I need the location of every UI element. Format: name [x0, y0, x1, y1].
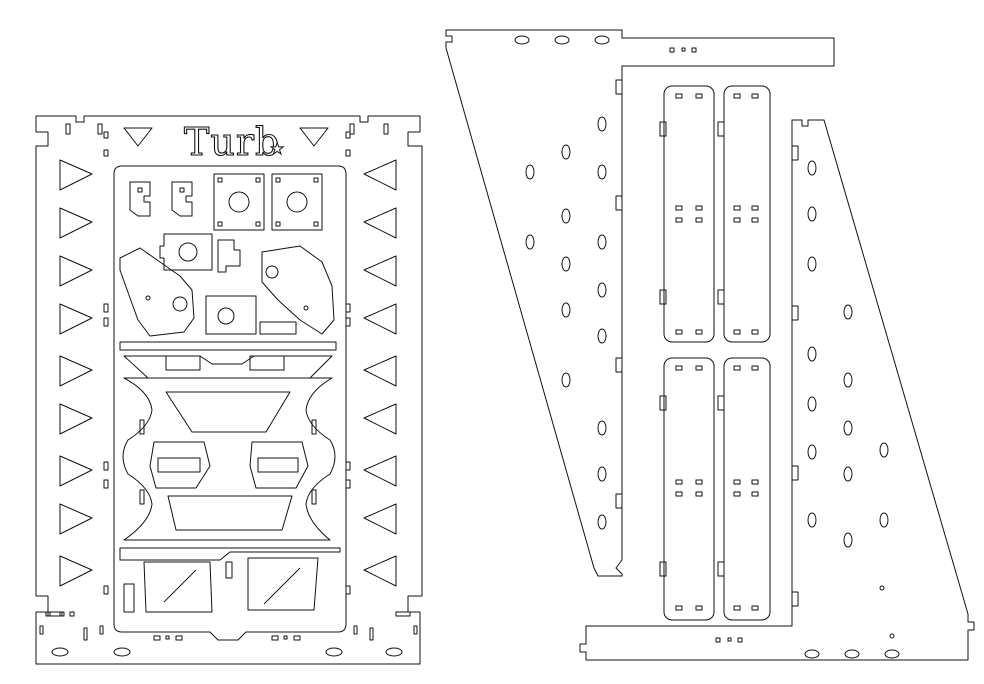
logo-text: Turb	[184, 120, 280, 164]
bottom-corner-parts	[119, 547, 341, 613]
small-motor-plate	[205, 295, 297, 335]
panel-left-holes	[525, 116, 607, 530]
side-panel-right	[579, 119, 975, 661]
side-holes	[103, 131, 351, 595]
motor-plate-pair	[213, 173, 323, 231]
rail-lower-left	[659, 357, 715, 621]
mid-motor-mount	[159, 233, 241, 273]
curved-carriage-right	[261, 245, 335, 335]
panel-right-holes	[807, 160, 889, 548]
corner-slots	[47, 123, 411, 617]
right-triangle-column	[363, 159, 397, 587]
small-bracket-pair	[129, 181, 193, 217]
top-triangle-right	[299, 127, 329, 147]
bottom-holes	[39, 611, 418, 657]
rail-upper-left	[659, 85, 715, 343]
star-icon: ★	[270, 139, 284, 158]
rail-lower-right	[717, 357, 771, 621]
side-panel-left	[445, 29, 835, 577]
cross-rail	[119, 341, 337, 379]
frame-plate: Turb ★	[35, 115, 423, 665]
curved-carriage-left	[119, 247, 195, 337]
x-frame	[122, 377, 336, 541]
left-triangle-column	[59, 159, 93, 587]
top-triangle-left	[123, 127, 153, 147]
rail-upper-right	[717, 85, 771, 343]
